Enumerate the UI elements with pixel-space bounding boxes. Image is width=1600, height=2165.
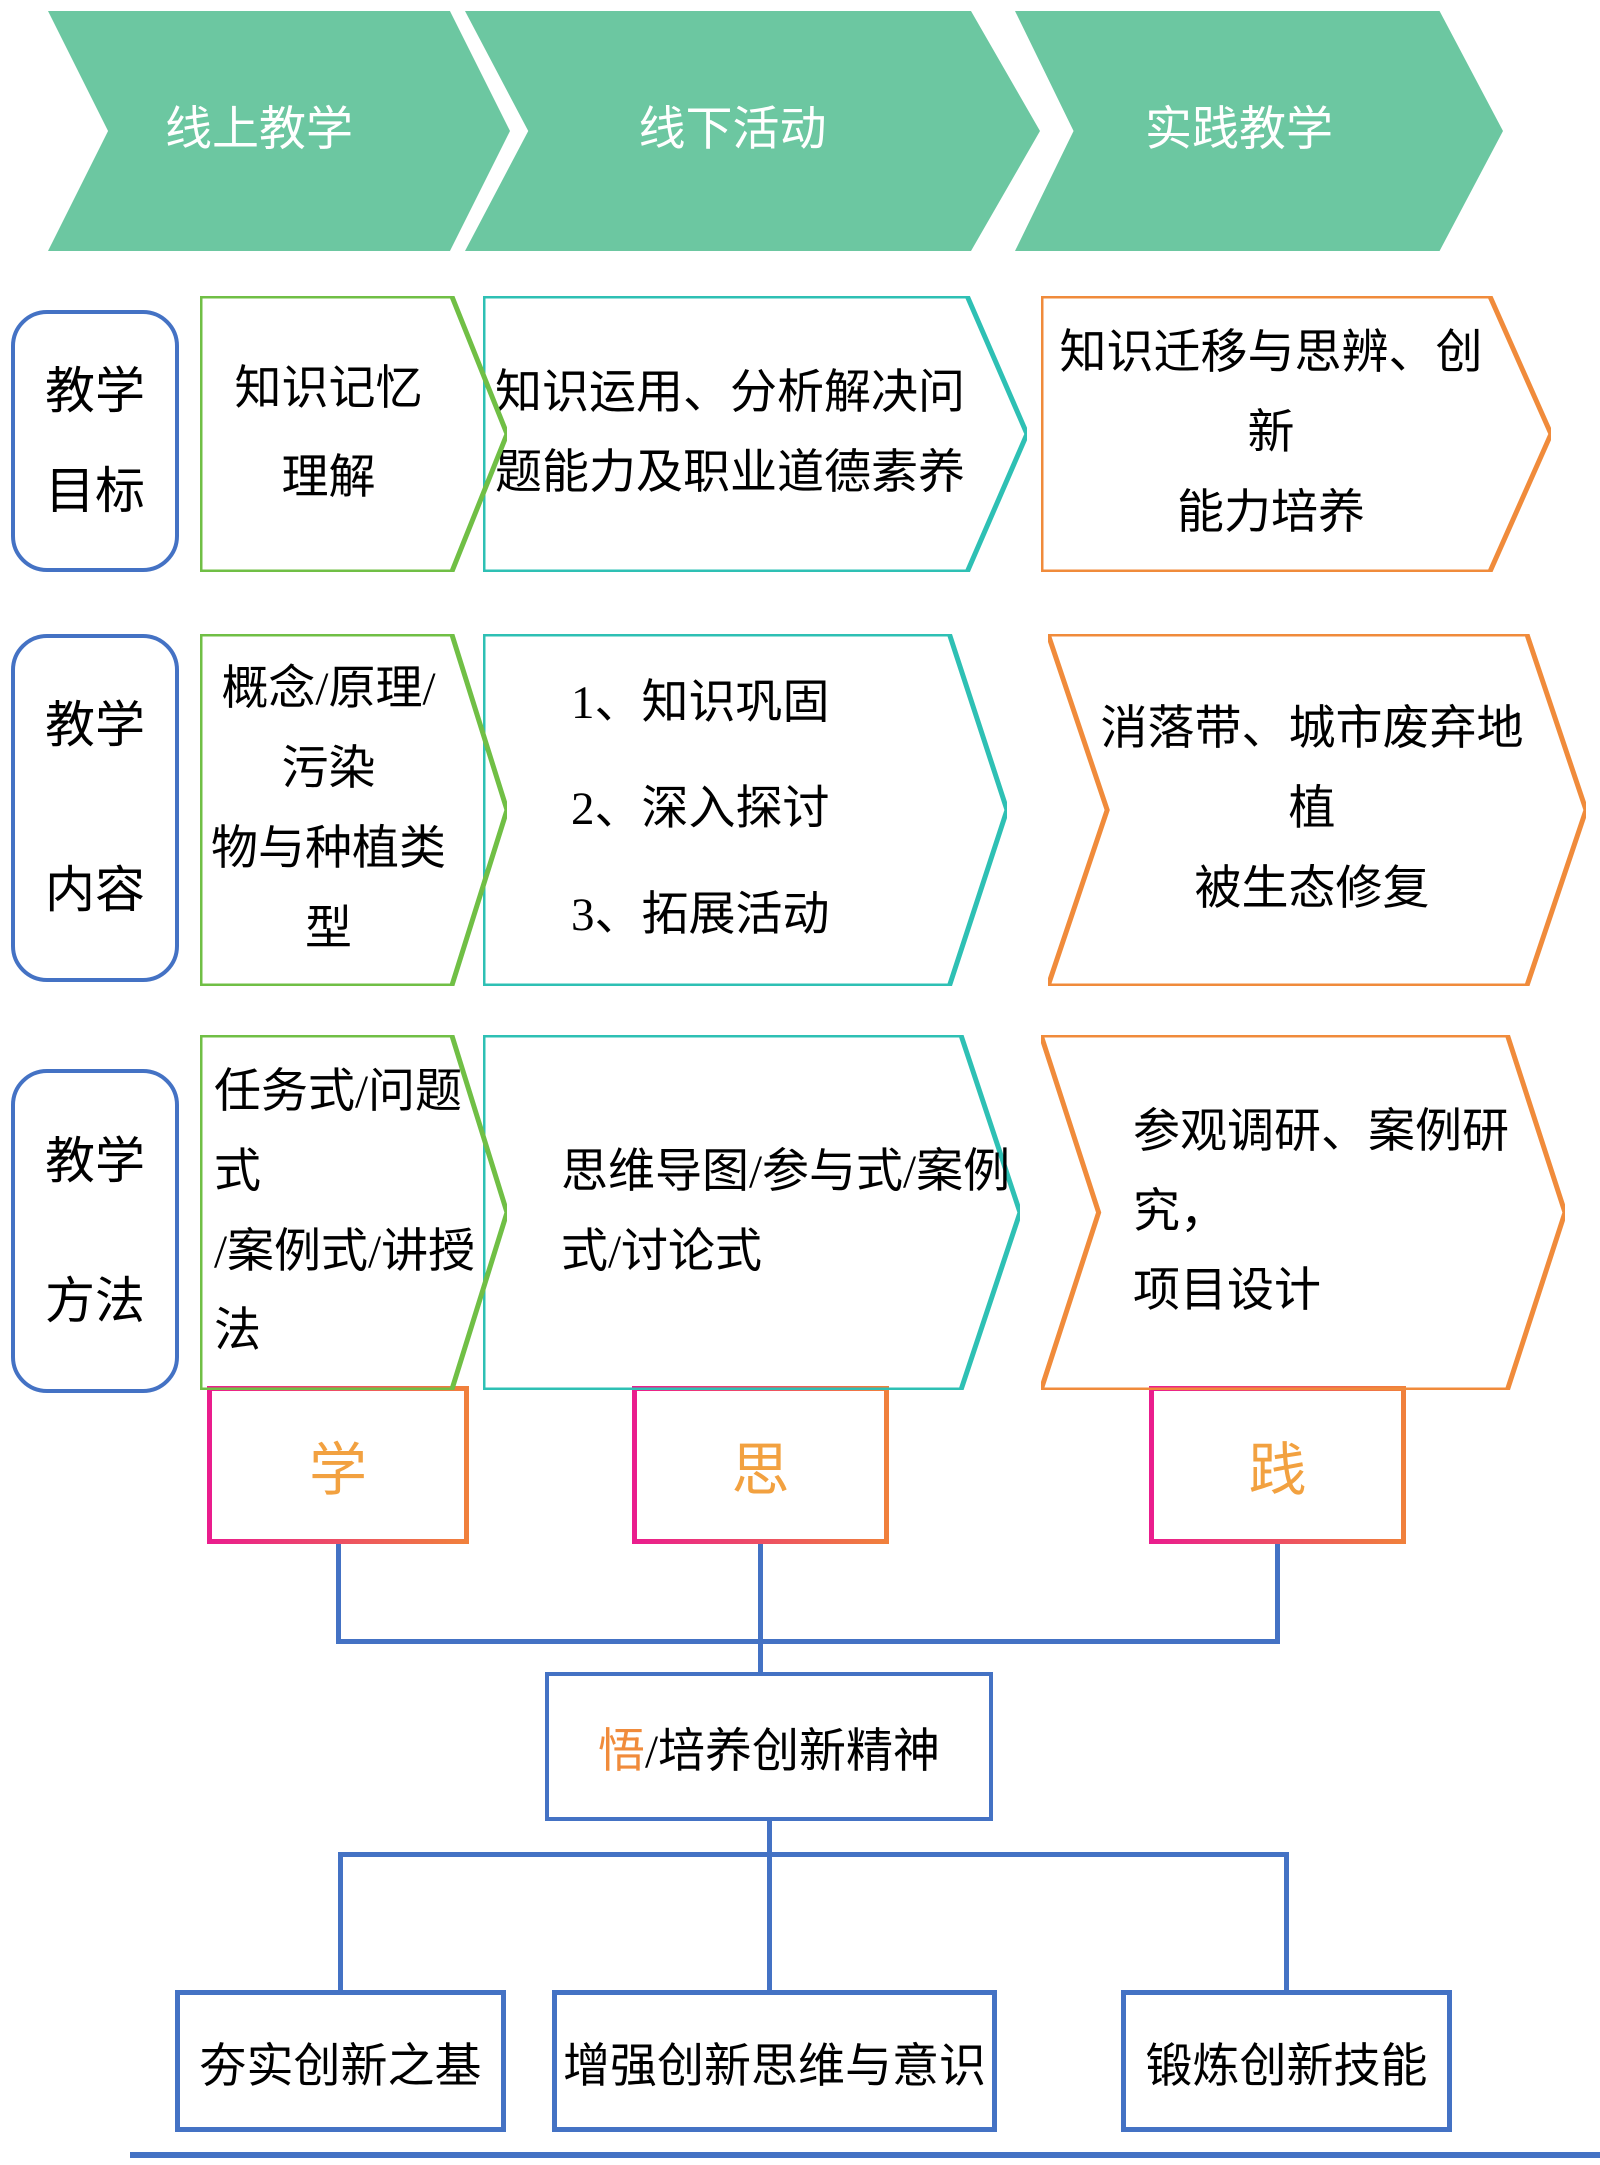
methods-practice-text: 参观调研、案例研究， 项目设计 [1133, 1105, 1509, 1318]
keyword-practice-box: 践 [1149, 1386, 1406, 1544]
row-label-content: 教学 内容 [11, 634, 179, 982]
banner-online: 线上教学 [48, 11, 510, 251]
methods-offline-arrow: 思维导图/参与式/案例 式/讨论式 [483, 1035, 1020, 1390]
outcome-foundation-box: 夯实创新之基 [175, 1990, 506, 2132]
methods-practice-arrow: 参观调研、案例研究， 项目设计 [1041, 1035, 1565, 1390]
chevron-banner-shape [465, 11, 1040, 251]
connector-outcome3-down [1284, 1852, 1289, 1990]
synthesis-rest: /培养创新精神 [644, 1726, 941, 1778]
objectives-practice-arrow: 知识迁移与思辨、创新 能力培养 [1041, 296, 1551, 572]
arrow-right-notched-shape [1048, 634, 1586, 986]
connector-practice-down [1275, 1544, 1280, 1644]
connector-outcome1-down [338, 1852, 343, 1990]
connector-outcome2-down [767, 1852, 772, 1990]
keyword-think-label: 思 [731, 1438, 790, 1503]
banner-practice: 实践教学 [1015, 11, 1503, 251]
row-label-methods: 教学 方法 [11, 1069, 179, 1393]
banner-online-label: 线上教学 [165, 104, 353, 157]
bottom-baseline [130, 2152, 1600, 2158]
objectives-online-arrow: 知识记忆 理解 [200, 296, 507, 572]
arrow-right-shape [200, 634, 507, 986]
outcome-thinking-box: 增强创新思维与意识 [552, 1990, 997, 2132]
keyword-learn-box: 学 [207, 1386, 469, 1544]
content-practice-arrow: 消落带、城市废弃地植 被生态修复 [1048, 634, 1586, 986]
outcome-skills-box: 锻炼创新技能 [1121, 1990, 1452, 2132]
synthesis-highlight: 悟 [597, 1726, 645, 1778]
arrow-right-shape [483, 296, 1027, 572]
chevron-banner-shape [1015, 11, 1503, 251]
arrow-right-shape [483, 1035, 1020, 1390]
row-label-objectives: 教学 目标 [11, 310, 179, 572]
banner-offline: 线下活动 [465, 11, 1040, 251]
content-online-text: 概念/原理/污染 物与种植类型 [211, 663, 446, 955]
connector-bottom-horizontal [338, 1852, 1286, 1857]
methods-online-text: 任务式/问题式 /案例式/讲授法 [214, 1065, 476, 1358]
arrow-right-shape [1041, 296, 1551, 572]
content-online-arrow: 概念/原理/污染 物与种植类型 [200, 634, 507, 986]
objectives-offline-arrow: 知识运用、分析解决问 题能力及职业道德素养 [483, 296, 1027, 572]
keyword-practice-label: 践 [1248, 1438, 1307, 1503]
chevron-banner-shape [48, 11, 510, 251]
connector-think-down [758, 1544, 763, 1672]
banner-offline-label: 线下活动 [638, 104, 827, 157]
connector-top-horizontal [336, 1639, 1280, 1644]
arrow-right-notched-shape [1041, 1035, 1565, 1390]
connector-synthesis-down [767, 1821, 772, 1857]
objectives-offline-text: 知识运用、分析解决问 题能力及职业道德素养 [495, 367, 965, 499]
objectives-practice-text: 知识迁移与思辨、创新 能力培养 [1059, 327, 1483, 539]
arrow-right-shape [200, 1035, 507, 1390]
arrow-right-shape [483, 634, 1007, 986]
content-offline-text: 1、知识巩固 2、深入探讨 3、拓展活动 [571, 677, 830, 941]
content-practice-text: 消落带、城市废弃地植 被生态修复 [1100, 703, 1524, 915]
arrow-right-shape [200, 296, 507, 572]
content-offline-arrow: 1、知识巩固 2、深入探讨 3、拓展活动 [483, 634, 1007, 986]
keyword-think-box: 思 [632, 1386, 889, 1544]
connector-learn-down [336, 1544, 341, 1644]
methods-offline-text: 思维导图/参与式/案例 式/讨论式 [561, 1145, 1011, 1278]
keyword-learn-label: 学 [308, 1438, 367, 1503]
banner-practice-label: 实践教学 [1145, 104, 1333, 157]
objectives-online-text: 知识记忆 理解 [234, 362, 423, 504]
methods-online-arrow: 任务式/问题式 /案例式/讲授法 [200, 1035, 507, 1390]
synthesis-box: 悟/培养创新精神 [545, 1672, 993, 1821]
